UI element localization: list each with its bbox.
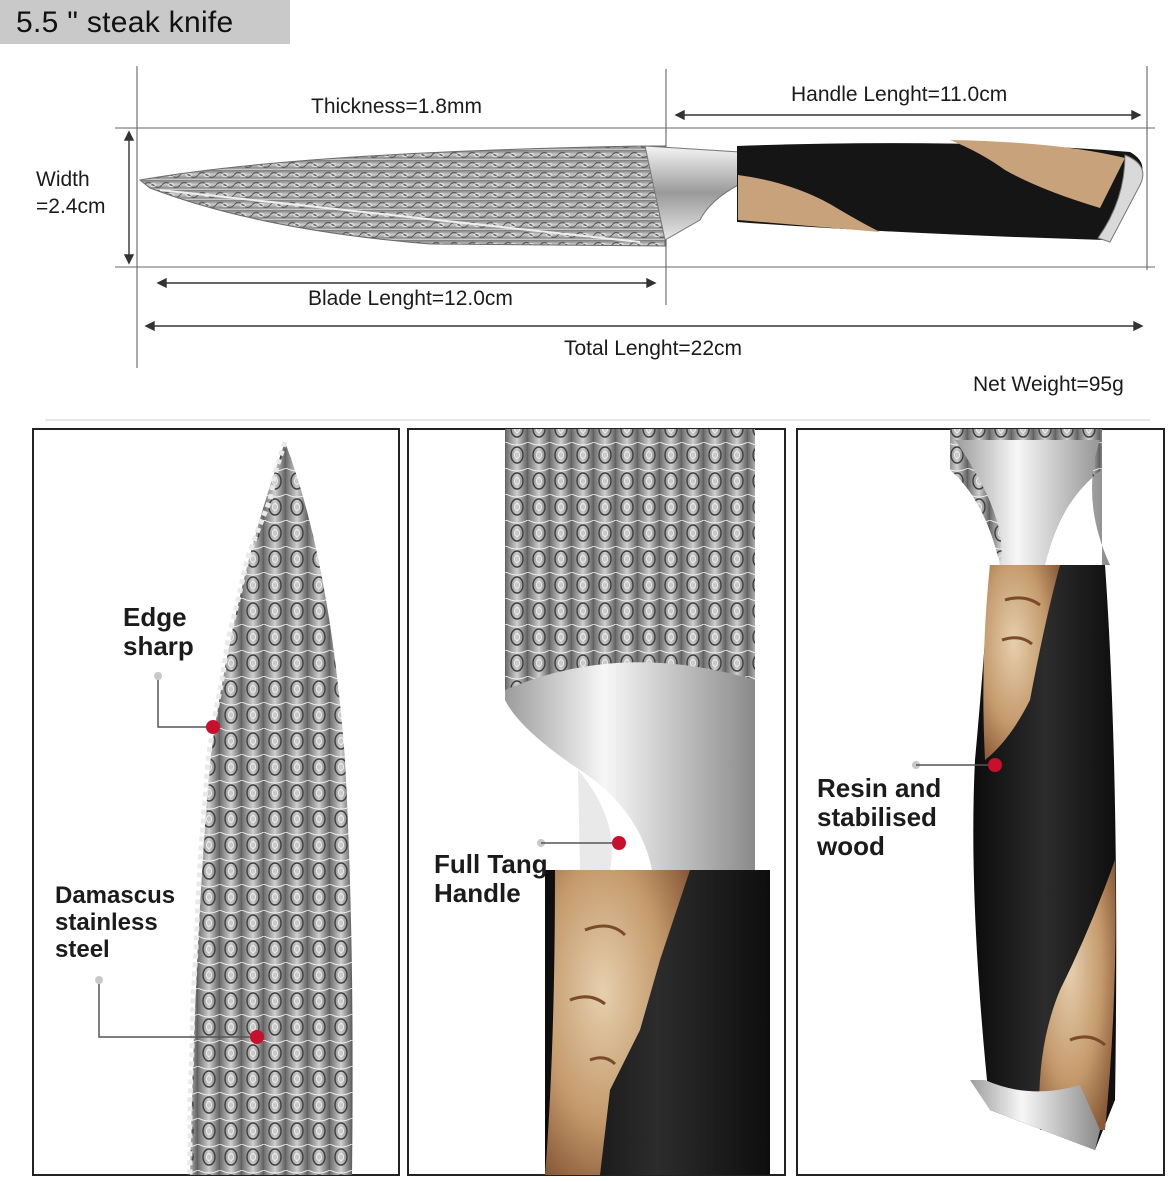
steel-line1: Damascus [55, 882, 176, 909]
thickness-label: Thickness=1.8mm [311, 95, 482, 118]
serrated-edge [187, 441, 288, 1175]
knife-blade [138, 145, 666, 247]
blade-closeup [190, 442, 353, 1175]
steel-marker [250, 1030, 264, 1044]
wood-marker [988, 758, 1002, 772]
tang-line2: Handle [434, 878, 521, 908]
wood-line2: stabilised [817, 802, 937, 832]
resin-wood-callout: Resin and stabilised wood [817, 774, 941, 861]
wood-line3: wood [817, 831, 885, 861]
edge-line1: Edge [123, 602, 187, 632]
width-label-line2: =2.4cm [36, 195, 106, 218]
handle-wood-lower [1039, 860, 1116, 1130]
wood-line1: Resin and [817, 773, 942, 803]
net-weight-label: Net Weight=95g [973, 373, 1124, 396]
steel-line2: stainless [55, 909, 158, 936]
handle-wood-bottom [738, 175, 880, 232]
handle-end-cap-closeup [970, 1080, 1100, 1150]
edge-line2: sharp [123, 631, 194, 661]
edge-sharp-callout: Edge sharp [123, 603, 194, 661]
steel-line3: steel [55, 936, 110, 963]
tang-detail-panel [407, 428, 786, 1176]
product-title: 5.5 " steak knife [16, 6, 234, 39]
tang-marker [612, 836, 626, 850]
tang-line1: Full Tang [434, 849, 548, 879]
dimension-diagram [115, 66, 1155, 368]
total-length-label: Total Lenght=22cm [564, 337, 743, 360]
handle-wood-upper [983, 565, 1060, 760]
handle-length-label: Handle Lenght=11.0cm [791, 83, 1008, 106]
full-tang-callout: Full Tang Handle [434, 850, 548, 908]
knife-side-view [138, 140, 1144, 247]
handle-detail-panel [796, 428, 1165, 1176]
blade-detail-panel [32, 428, 400, 1176]
edge-marker [206, 720, 220, 734]
tang-handle-wood [545, 870, 690, 1175]
handle-wood-top [950, 140, 1125, 208]
blade-length-label: Blade Lenght=12.0cm [308, 287, 513, 310]
edge-callout-start [154, 672, 162, 680]
steel-callout-start [95, 976, 103, 984]
handle-end-cap [1097, 154, 1144, 243]
title-banner: 5.5 " steak knife [0, 0, 290, 44]
tang-blade-section [505, 429, 755, 690]
tang-bolster [505, 662, 755, 870]
damascus-steel-callout: Damascus stainless steel [55, 882, 175, 963]
width-label-line1: Width [36, 168, 90, 191]
